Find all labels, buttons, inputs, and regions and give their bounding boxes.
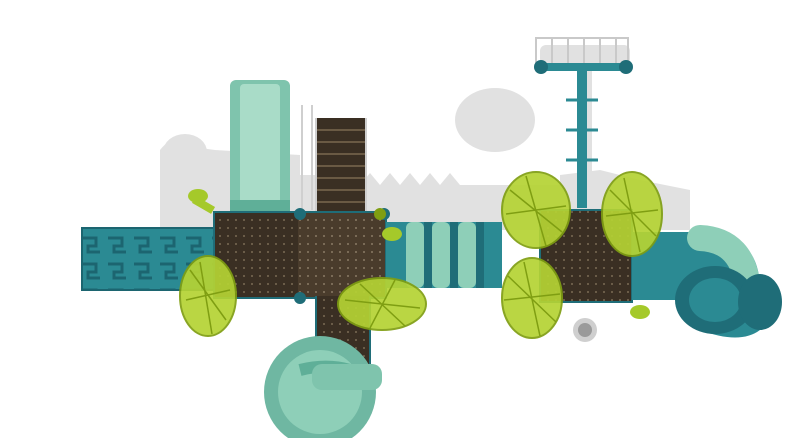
- leaf-panel-1: [179, 255, 237, 337]
- telescope-accents: [188, 189, 650, 319]
- staircase: [315, 118, 367, 218]
- crawl-tunnel: [386, 222, 502, 288]
- ladder-pole: [534, 60, 633, 208]
- leaf-panel-3: [501, 171, 571, 249]
- straight-slide: [230, 80, 290, 220]
- tube-slide: [632, 225, 782, 338]
- leaf-panels: [179, 171, 663, 339]
- leaf-panel-2: [337, 277, 427, 331]
- side-climber: [301, 105, 313, 210]
- spiral-slide: [264, 336, 382, 438]
- leaf-panel-4: [601, 171, 663, 257]
- drum-spinner: [573, 318, 597, 342]
- leaf-panel-5: [501, 257, 563, 339]
